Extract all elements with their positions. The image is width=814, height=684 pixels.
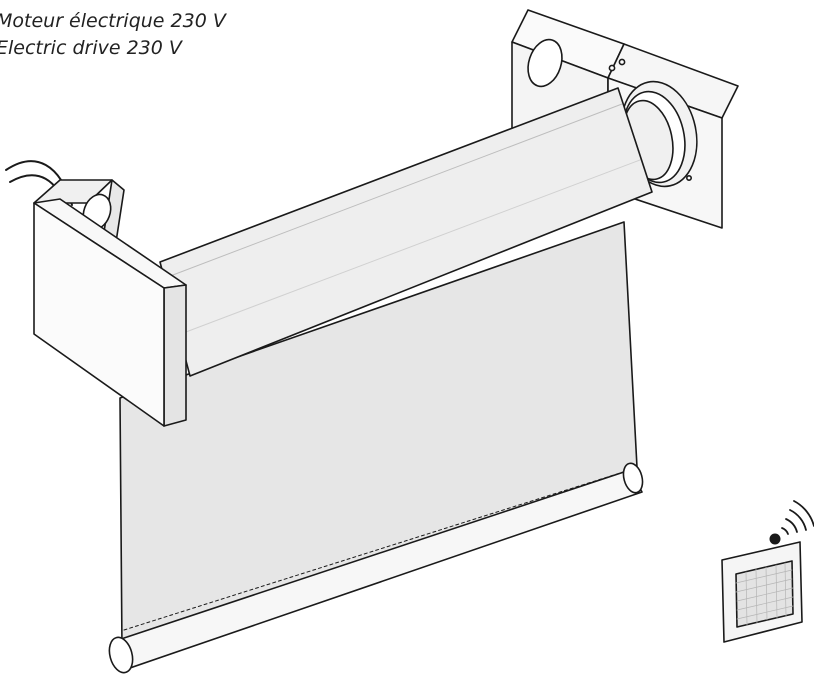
- caption-english: Electric drive 230 V: [0, 37, 182, 59]
- caption-french: Moteur électrique 230 V: [0, 10, 226, 32]
- wireless-signal-icon: [769, 500, 814, 545]
- wall-switch-icon: [721, 541, 803, 643]
- motor-caption: Moteur électrique 230 V Electric drive 2…: [0, 8, 226, 62]
- bottom-bar: [108, 462, 644, 674]
- left-bracket: [33, 179, 187, 427]
